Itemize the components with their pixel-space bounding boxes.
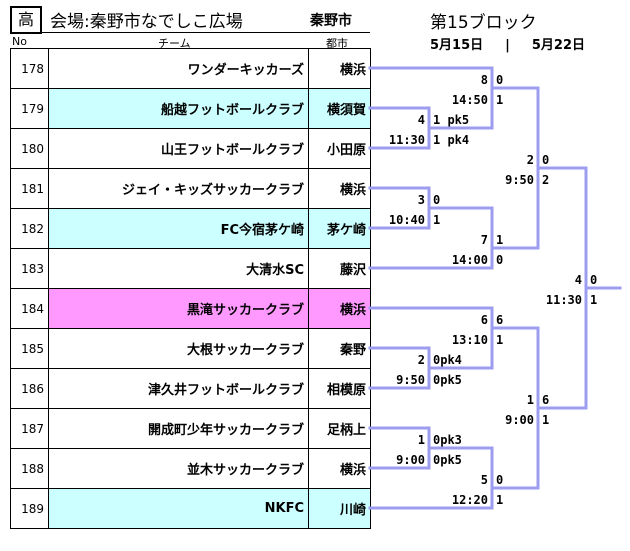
match-number: 1 [527, 393, 534, 407]
score-top: 0pk4 [433, 353, 462, 367]
match-number: 1 [418, 433, 425, 447]
score-top: 1 [496, 233, 503, 247]
date-round1: 5月15日 [430, 38, 484, 53]
score-bottom: 1 [496, 493, 503, 507]
venue-title: 会場:秦野市なでしこ広場 [50, 12, 243, 32]
team-city: 川崎 [308, 488, 371, 529]
score-bottom: 1 [433, 213, 440, 227]
team-name: ワンダーキッカーズ [48, 48, 309, 89]
date-separator: | [505, 38, 510, 53]
score-top: 0pk3 [433, 433, 462, 447]
match-number: 6 [481, 313, 488, 327]
score-top: 1 pk5 [433, 113, 469, 127]
match-time: 12:20 [452, 493, 488, 507]
score-top: 0 [496, 73, 503, 87]
team-no: 179 [10, 88, 49, 129]
match-number: 3 [418, 193, 425, 207]
team-city: 足柄上 [308, 408, 371, 449]
match-number: 2 [418, 353, 425, 367]
round-dates: 5月15日 | 5月22日 [430, 34, 607, 53]
match-time: 9:50 [396, 373, 425, 387]
score-bottom: 1 [542, 413, 549, 427]
score-bottom: 0pk5 [433, 453, 462, 467]
team-city: 横浜 [308, 448, 371, 489]
match-time: 9:50 [505, 173, 534, 187]
match-time: 14:50 [452, 93, 488, 107]
team-city: 横浜 [308, 168, 371, 209]
score-top: 0 [433, 193, 440, 207]
column-city: 都市 [326, 37, 348, 50]
team-name: FC今宿茅ケ崎 [48, 208, 309, 249]
score-top: 0 [496, 473, 503, 487]
team-no: 186 [10, 368, 49, 409]
date-round2: 5月22日 [531, 38, 586, 53]
match-time: 11:30 [389, 133, 425, 147]
team-name: 大根サッカークラブ [48, 328, 309, 369]
team-city: 相模原 [308, 368, 371, 409]
team-name: 黒滝サッカークラブ [48, 288, 309, 329]
match-time: 9:00 [396, 453, 425, 467]
team-city: 横浜 [308, 288, 371, 329]
column-no: No [12, 35, 27, 48]
team-city: 茅ケ崎 [308, 208, 371, 249]
score-bottom: 0pk5 [433, 373, 462, 387]
team-no: 181 [10, 168, 49, 209]
match-time: 9:00 [505, 413, 534, 427]
team-name: NKFC [48, 488, 309, 529]
match-time: 11:30 [546, 293, 582, 307]
team-city: 秦野 [308, 328, 371, 369]
score-bottom: 0 [496, 253, 503, 267]
score-top: 6 [496, 313, 503, 327]
team-name: 並木サッカークラブ [48, 448, 309, 489]
host-city: 秦野市 [310, 13, 352, 29]
match-time: 10:40 [389, 213, 425, 227]
score-top: 6 [542, 393, 549, 407]
team-name: 山王フットボールクラブ [48, 128, 309, 169]
score-top: 0 [590, 273, 597, 287]
match-number: 4 [575, 273, 582, 287]
score-bottom: 1 [590, 293, 597, 307]
match-time: 14:00 [452, 253, 488, 267]
score-top: 0 [542, 153, 549, 167]
team-city: 小田原 [308, 128, 371, 169]
level-badge: 高 [10, 6, 42, 34]
match-number: 5 [481, 473, 488, 487]
team-no: 189 [10, 488, 49, 529]
score-bottom: 1 pk4 [433, 133, 469, 147]
team-city: 横浜 [308, 48, 371, 89]
match-number: 8 [481, 73, 488, 87]
score-bottom: 2 [542, 173, 549, 187]
score-bottom: 1 [496, 93, 503, 107]
team-city: 横須賀 [308, 88, 371, 129]
header-divider [10, 32, 370, 33]
column-team: チーム [158, 37, 191, 50]
match-number: 4 [418, 113, 425, 127]
team-name: 開成町少年サッカークラブ [48, 408, 309, 449]
block-title: 第15ブロック [430, 13, 537, 33]
match-number: 2 [527, 153, 534, 167]
match-time: 13:10 [452, 333, 488, 347]
match-number: 7 [481, 233, 488, 247]
score-bottom: 1 [496, 333, 503, 347]
